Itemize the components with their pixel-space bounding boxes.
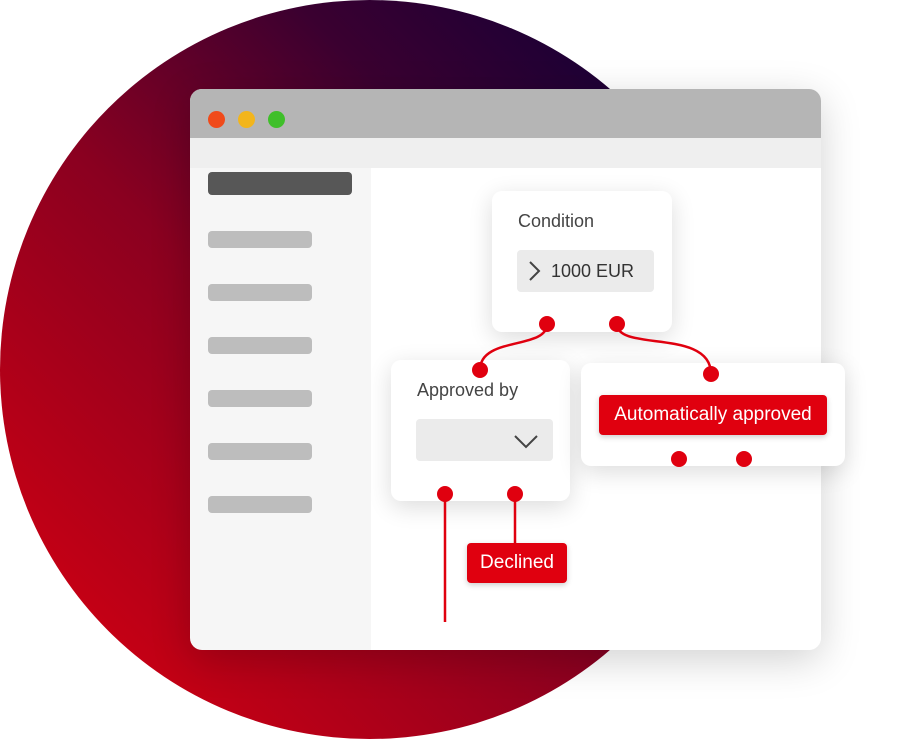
approved-by-card[interactable]: Approved by xyxy=(391,360,570,501)
condition-field[interactable]: 1000 EUR xyxy=(517,250,654,292)
condition-card[interactable]: Condition 1000 EUR xyxy=(492,191,672,332)
declined-label: Declined xyxy=(480,552,554,573)
chevron-right-icon xyxy=(527,260,541,287)
sidebar-item[interactable] xyxy=(208,284,312,301)
sidebar-item[interactable] xyxy=(208,337,312,354)
automatically-approved-label: Automatically approved xyxy=(614,404,812,425)
declined-tag[interactable]: Declined xyxy=(467,543,567,583)
sidebar-item[interactable] xyxy=(208,443,312,460)
sidebar-item[interactable] xyxy=(208,496,312,513)
sidebar-item[interactable] xyxy=(208,390,312,407)
minimize-window-button[interactable] xyxy=(238,111,255,128)
sidebar-item[interactable] xyxy=(208,231,312,248)
sidebar-item-active[interactable] xyxy=(208,172,352,195)
automatically-approved-tag[interactable]: Automatically approved xyxy=(599,395,827,435)
condition-title: Condition xyxy=(518,211,595,231)
approved-by-title: Approved by xyxy=(417,380,519,400)
toolbar xyxy=(190,138,821,168)
approver-dropdown[interactable] xyxy=(416,419,553,461)
maximize-window-button[interactable] xyxy=(268,111,285,128)
close-window-button[interactable] xyxy=(208,111,225,128)
chevron-down-icon xyxy=(513,433,539,454)
window-titlebar xyxy=(190,89,821,138)
condition-value: 1000 EUR xyxy=(551,261,635,281)
